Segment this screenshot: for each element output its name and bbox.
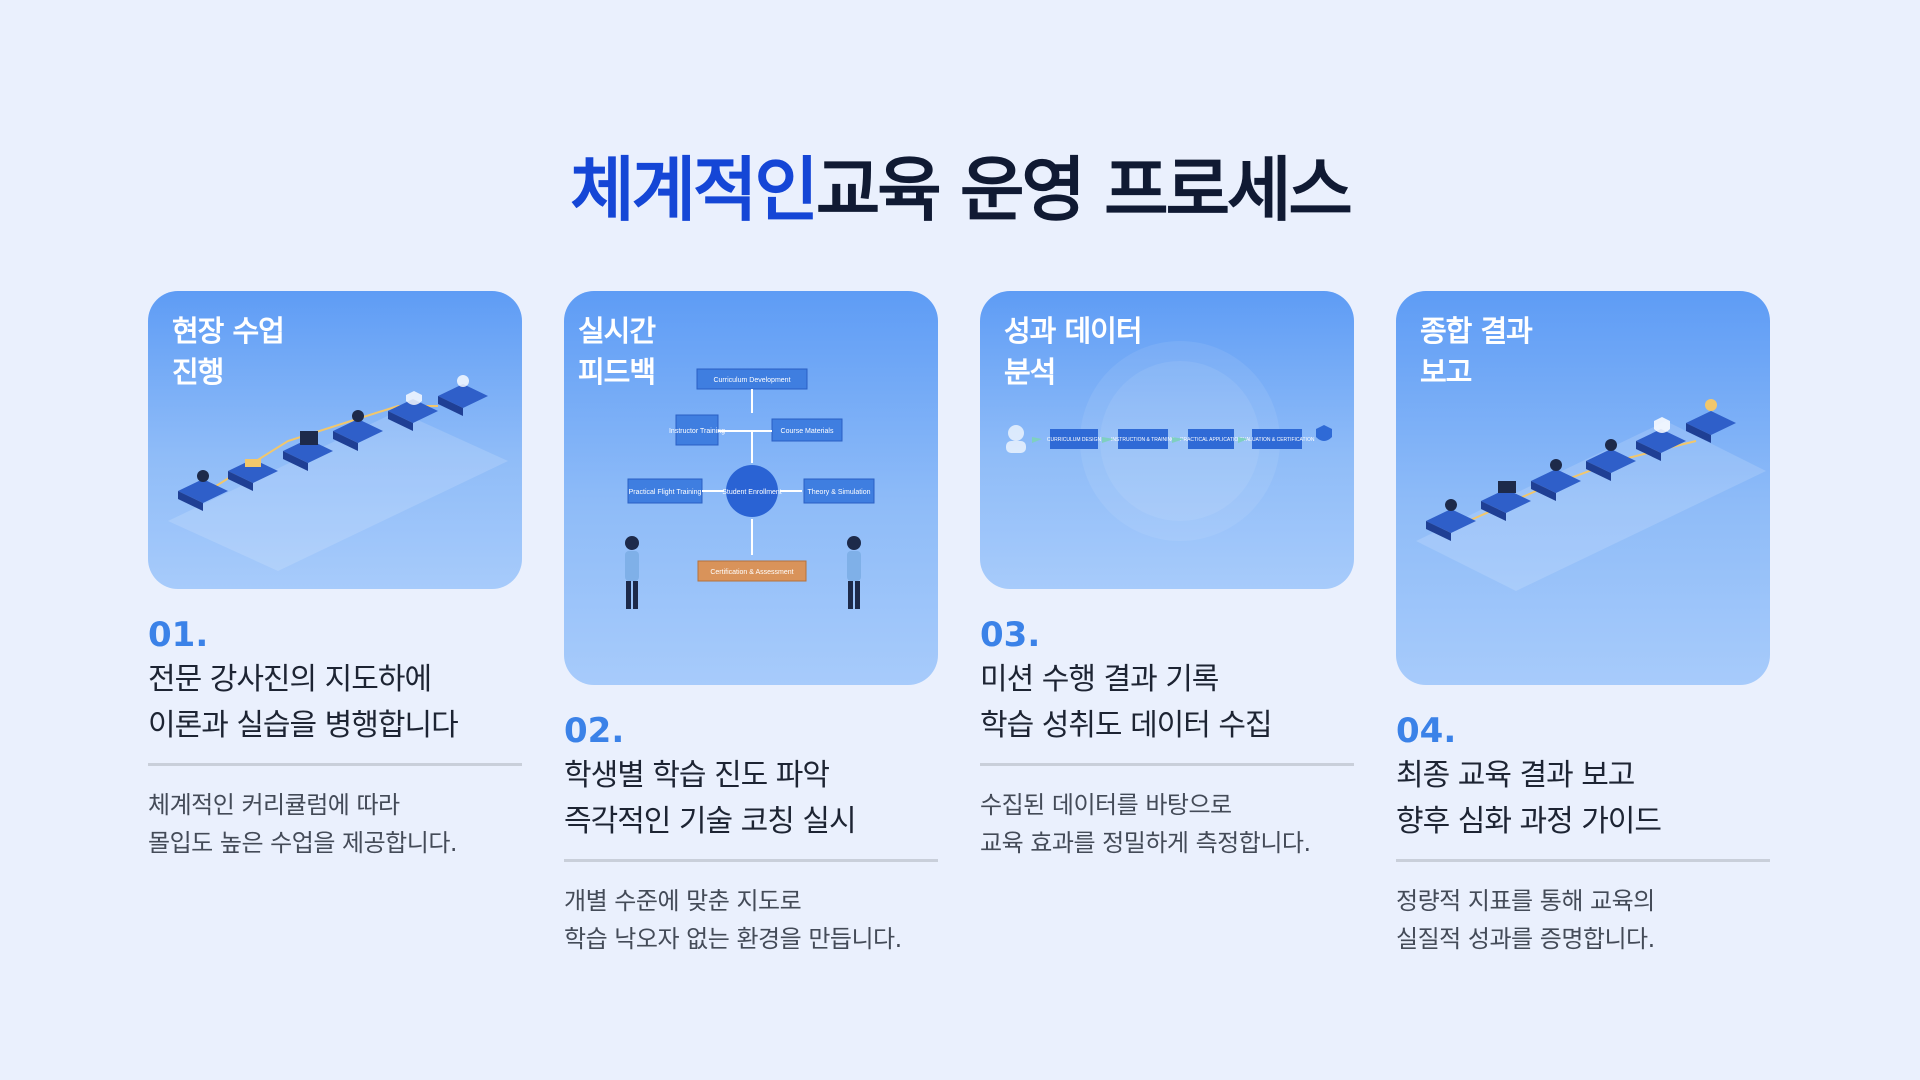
process-card-4: 종합 결과 보고 — [1396, 291, 1770, 958]
process-card-2: 실시간 피드백 Curriculum Development Instructo… — [564, 291, 938, 958]
card-headline: 최종 교육 결과 보고 향후 심화 과정 가이드 — [1396, 753, 1770, 845]
headline-line: 전문 강사진의 지도하에 — [148, 662, 432, 697]
diagram-center: Student Enrollment — [722, 489, 782, 496]
card-illustration-1: 현장 수업 진행 — [148, 291, 522, 589]
process-card-1: 현장 수업 진행 — [148, 291, 522, 862]
page-title: 체계적인교육 운영 프로세스 — [0, 148, 1920, 232]
card-headline: 전문 강사진의 지도하에 이론과 실습을 병행합니다 — [148, 657, 522, 749]
diagram-materials: Course Materials — [781, 428, 834, 435]
card-illustration-4: 종합 결과 보고 — [1396, 291, 1770, 685]
step-number: 03. — [980, 615, 1041, 655]
headline-line: 학생별 학습 진도 파악 — [564, 758, 830, 793]
card-description: 개별 수준에 맞춘 지도로 학습 낙오자 없는 환경을 만듭니다. — [564, 882, 938, 958]
description-line: 교육 효과를 정밀하게 측정합니다. — [980, 829, 1311, 857]
headline-line: 학습 성취도 데이터 수집 — [980, 708, 1273, 743]
card-description: 정량적 지표를 통해 교육의 실질적 성과를 증명합니다. — [1396, 882, 1770, 958]
title-rest: 교육 운영 프로세스 — [815, 149, 1353, 231]
pipeline-step: PRACTICAL APPLICATION — [1180, 437, 1242, 443]
headline-line: 최종 교육 결과 보고 — [1396, 758, 1635, 793]
headline-line: 향후 심화 과정 가이드 — [1396, 804, 1662, 839]
card-image-title: 종합 결과 보고 — [1420, 314, 1533, 389]
description-line: 몰입도 높은 수업을 제공합니다. — [148, 829, 458, 857]
data-pipeline-illustration: CURRICULUM DESIGN INSTRUCTION & TRAINING… — [1006, 341, 1332, 541]
card-description: 수집된 데이터를 바탕으로 교육 효과를 정밀하게 측정합니다. — [980, 786, 1354, 862]
report-illustration — [1416, 399, 1766, 591]
diagram-theory: Theory & Simulation — [807, 489, 870, 496]
description-line: 정량적 지표를 통해 교육의 — [1396, 887, 1655, 915]
headline-line: 이론과 실습을 병행합니다 — [148, 708, 459, 743]
divider — [564, 859, 938, 862]
description-line: 실질적 성과를 증명합니다. — [1396, 925, 1655, 953]
classroom-illustration — [168, 375, 508, 571]
diagram-instructor: Instructor Training — [669, 428, 725, 435]
pipeline-step: CURRICULUM DESIGN — [1047, 437, 1102, 443]
card-illustration-2: 실시간 피드백 Curriculum Development Instructo… — [564, 291, 938, 685]
card-headline: 학생별 학습 진도 파악 즉각적인 기술 코칭 실시 — [564, 753, 938, 845]
diagram-flight: Practical Flight Training — [629, 489, 702, 496]
title-accent: 체계적인 — [570, 149, 819, 231]
description-line: 수집된 데이터를 바탕으로 — [980, 791, 1232, 819]
pipeline-step: EVALUATION & CERTIFICATION — [1240, 437, 1315, 443]
diagram-bottom: Certification & Assessment — [710, 569, 793, 576]
card-image-title: 현장 수업 진행 — [172, 314, 285, 389]
card-illustration-3: 성과 데이터 분석 CURRICULUM DESIGN INSTRUCTION … — [980, 291, 1354, 589]
step-number: 02. — [564, 711, 625, 751]
card-image-title: 실시간 피드백 — [578, 314, 656, 389]
process-card-3: 성과 데이터 분석 CURRICULUM DESIGN INSTRUCTION … — [980, 291, 1354, 862]
divider — [148, 763, 522, 766]
description-line: 체계적인 커리큘럼에 따라 — [148, 791, 400, 819]
description-line: 개별 수준에 맞춘 지도로 — [564, 887, 802, 915]
divider — [980, 763, 1354, 766]
diagram-top: Curriculum Development — [713, 377, 790, 384]
pipeline-step: INSTRUCTION & TRAINING — [1111, 437, 1175, 443]
description-line: 학습 낙오자 없는 환경을 만듭니다. — [564, 925, 902, 953]
step-number: 04. — [1396, 711, 1457, 751]
card-description: 체계적인 커리큘럼에 따라 몰입도 높은 수업을 제공합니다. — [148, 786, 522, 862]
headline-line: 미션 수행 결과 기록 — [980, 662, 1219, 697]
headline-line: 즉각적인 기술 코칭 실시 — [564, 804, 857, 839]
card-headline: 미션 수행 결과 기록 학습 성취도 데이터 수집 — [980, 657, 1354, 749]
card-image-title: 성과 데이터 분석 — [1004, 314, 1143, 389]
feedback-flow-diagram: Curriculum Development Instructor Traini… — [625, 368, 875, 609]
step-number: 01. — [148, 615, 209, 655]
divider — [1396, 859, 1770, 862]
